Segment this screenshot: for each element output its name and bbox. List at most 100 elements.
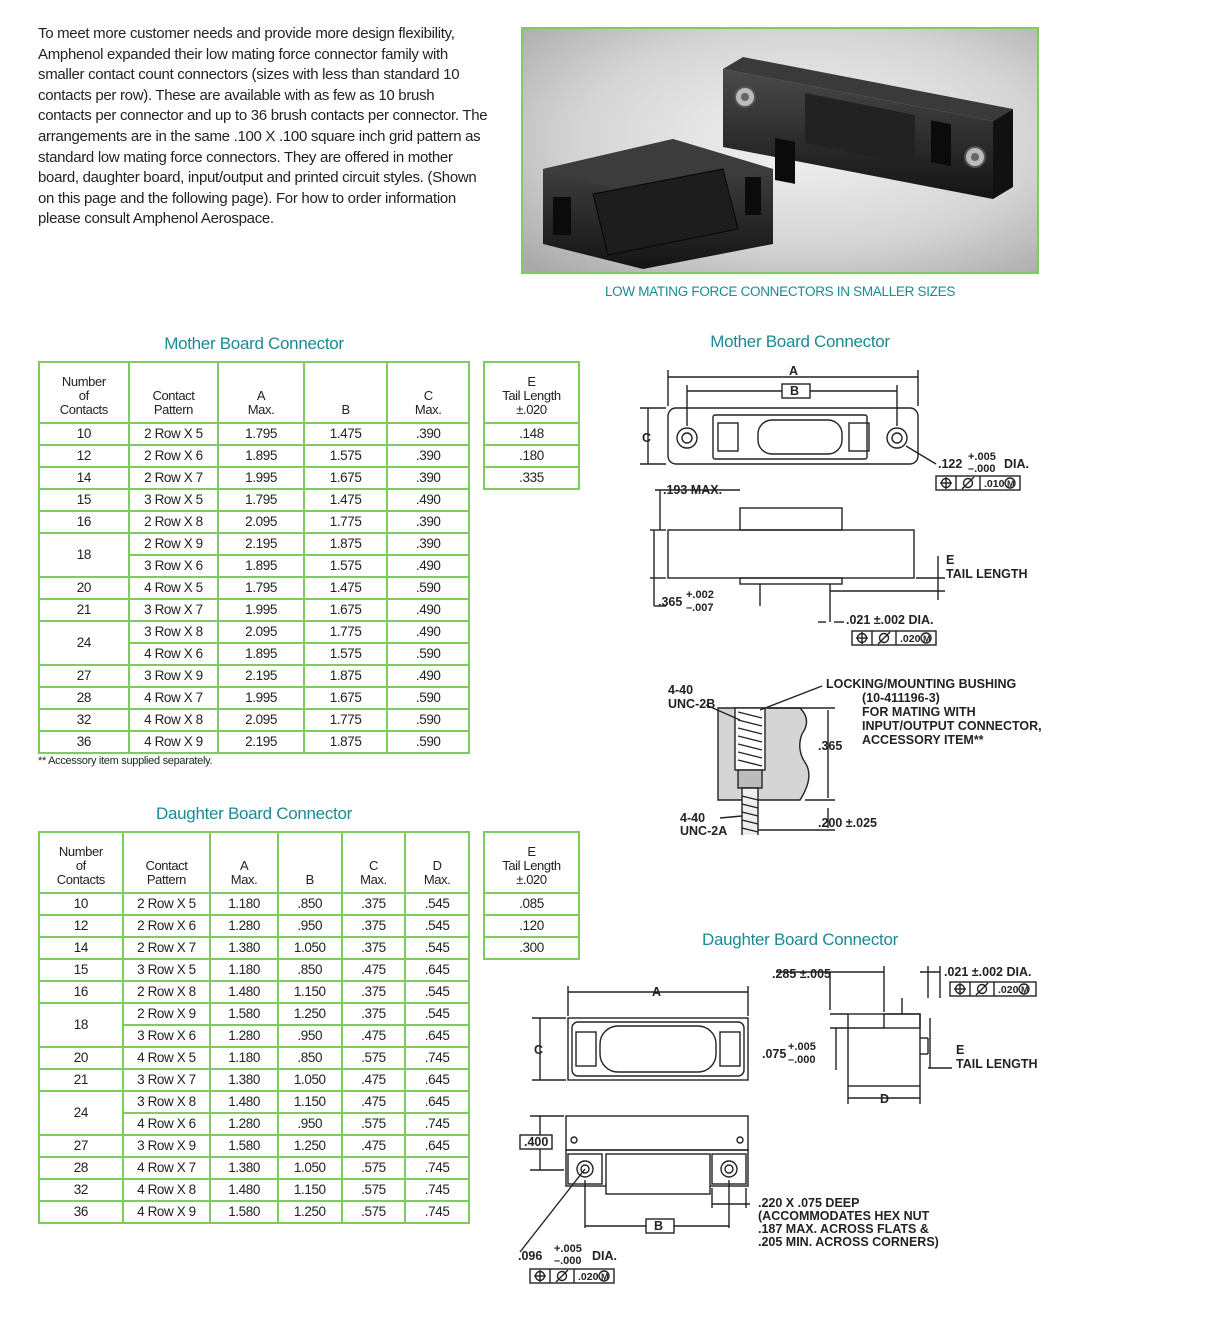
table-cell: 3 Row X 6 <box>121 1024 212 1048</box>
dim-d-label: D <box>880 1092 889 1106</box>
table-cell: .545 <box>404 892 470 916</box>
table-cell: 3 Row X 6 <box>127 554 220 578</box>
table-cell: 1.280 <box>209 1112 279 1136</box>
table-cell: 1.180 <box>209 1046 279 1070</box>
table-cell: 10 <box>38 892 124 916</box>
table-cell: 2 Row X 5 <box>127 422 220 446</box>
thread-2b-label: 4-40 <box>668 683 693 697</box>
pin-tolerance-value: .020 <box>998 984 1019 996</box>
bushing-dim-365: .365 <box>818 739 842 753</box>
table-cell: 27 <box>38 664 130 688</box>
table-cell: 2 Row X 9 <box>121 1002 212 1026</box>
table-cell: .390 <box>386 466 470 490</box>
table-cell: 2 Row X 8 <box>127 510 220 534</box>
table-cell: 1.875 <box>302 532 389 556</box>
dim-075-minus: –.000 <box>788 1054 816 1066</box>
table-cell: 1.575 <box>302 444 389 468</box>
hole-tol-plus: +.005 <box>554 1243 582 1255</box>
bushing-label: LOCKING/MOUNTING BUSHING <box>826 677 1016 691</box>
hex-nut-note-1: .220 X .075 DEEP <box>758 1196 859 1210</box>
table-cell: 4 Row X 8 <box>121 1178 212 1202</box>
mother-table-title: Mother Board Connector <box>164 334 344 353</box>
table-cell: 27 <box>38 1134 124 1158</box>
dim-c-label: C <box>642 431 651 445</box>
table-row: .148 <box>483 422 580 446</box>
table-cell: 1.575 <box>302 642 389 666</box>
table-cell: .545 <box>404 980 470 1004</box>
table-cell: 2.095 <box>217 510 305 534</box>
table-cell: 1.795 <box>217 488 305 512</box>
col-header-b: B <box>276 831 343 894</box>
table-cell: .745 <box>404 1156 470 1180</box>
table-cell: 2.095 <box>217 708 305 732</box>
hex-nut-note-4: .205 MIN. ACROSS CORNERS) <box>758 1235 939 1249</box>
table-cell: .490 <box>386 664 470 688</box>
mother-top-view-outline <box>667 407 919 465</box>
table-cell: 1.575 <box>302 554 389 578</box>
table-cell: 1.995 <box>217 686 305 710</box>
table-cell: 4 Row X 5 <box>121 1046 212 1070</box>
table-cell: 4 Row X 6 <box>121 1112 212 1136</box>
table-cell: 28 <box>38 1156 124 1180</box>
connector-photo-illustration <box>523 29 1037 272</box>
table-cell: .490 <box>386 554 470 578</box>
table-cell: 20 <box>38 1046 124 1070</box>
intro-paragraph: To meet more customer needs and provide … <box>38 25 488 228</box>
table-cell: .475 <box>340 1024 407 1048</box>
table-cell: .085 <box>483 892 580 916</box>
table-cell: 2 Row X 7 <box>121 936 212 960</box>
table-cell: .745 <box>404 1200 470 1224</box>
hole-tol-plus: +.005 <box>968 451 996 463</box>
tail-e-label: E <box>956 1043 964 1057</box>
dim-a-label: A <box>652 985 661 999</box>
table-cell: 1.580 <box>209 1002 279 1026</box>
table-cell: .575 <box>340 1112 407 1136</box>
table-cell: 1.250 <box>276 1134 343 1158</box>
table-cell: 36 <box>38 730 130 754</box>
table-cell: .335 <box>483 466 580 490</box>
table-cell: .850 <box>276 892 343 916</box>
mother-board-drawing: A B C .122 +.005 –.000 DIA. .010 M .193 … <box>640 364 1042 835</box>
table-cell: 3 Row X 8 <box>127 620 220 644</box>
table-cell: 1.475 <box>302 576 389 600</box>
table-cell: 3 Row X 9 <box>127 664 220 688</box>
table-cell: 1.775 <box>302 708 389 732</box>
hole-dia-suffix: DIA. <box>1004 457 1029 471</box>
table-cell: .545 <box>404 1002 470 1026</box>
table-cell: 1.580 <box>209 1200 279 1224</box>
table-cell: .575 <box>340 1178 407 1202</box>
table-cell: 15 <box>38 488 130 512</box>
table-cell: .590 <box>386 686 470 710</box>
table-cell: 2 Row X 9 <box>127 532 220 556</box>
dim-193-label: .193 MAX. <box>663 483 722 497</box>
table-cell: .490 <box>386 620 470 644</box>
table-cell: .475 <box>340 1134 407 1158</box>
thread-2b-spec: UNC-2B <box>668 697 715 711</box>
dim-075-label: .075 <box>762 1047 786 1061</box>
table-cell: 1.675 <box>302 686 389 710</box>
table-cell: 16 <box>38 980 124 1004</box>
table-cell: 32 <box>38 708 130 732</box>
table-cell: .375 <box>340 980 407 1004</box>
pin-dia-label: .021 ±.002 DIA. <box>944 965 1031 979</box>
table-cell: 1.480 <box>209 980 279 1004</box>
bushing-note-3: ACCESSORY ITEM** <box>862 733 984 747</box>
mmc-symbol: M <box>1007 479 1015 489</box>
table-cell: 1.050 <box>276 1156 343 1180</box>
table-cell: .300 <box>483 936 580 960</box>
